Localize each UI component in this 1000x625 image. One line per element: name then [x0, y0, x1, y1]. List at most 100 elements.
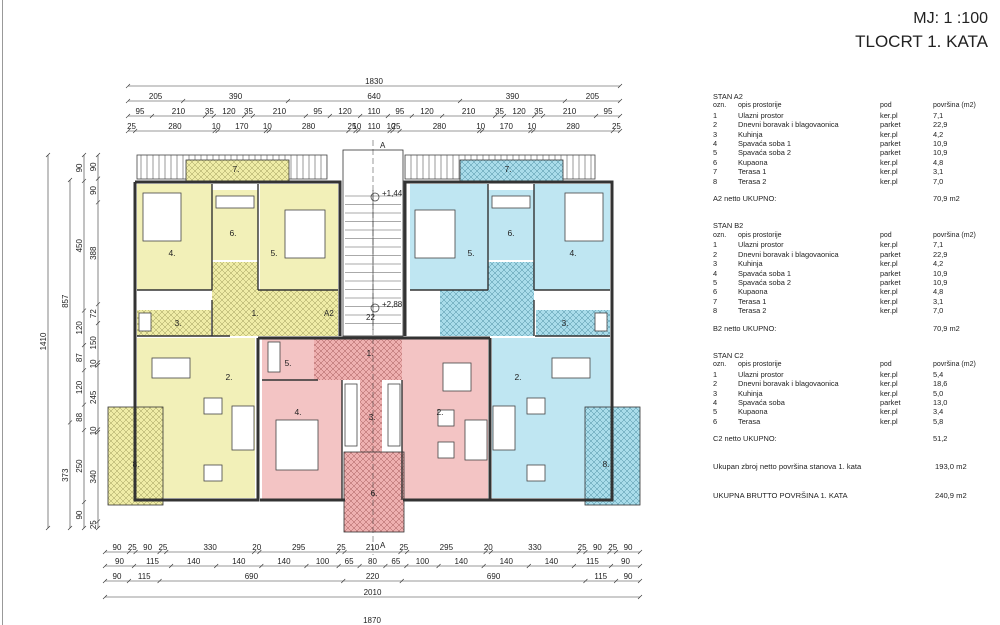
table-cell: ker.pl [880, 129, 898, 139]
table-cell: Dnevni boravak i blagovaonica [738, 249, 839, 259]
kitchen-c-right [387, 383, 401, 447]
dim-top-2-label: 110 [368, 107, 381, 116]
dim-bottom-2-label: 65 [345, 557, 354, 566]
dim-top-1-tick [285, 98, 291, 104]
dim-bottom-3-label: 90 [624, 572, 633, 581]
dim-bottom-3-label: 115 [138, 572, 151, 581]
dim-bottom-1-tick [483, 549, 488, 555]
dim-top-1-label: 205 [586, 92, 600, 101]
section-mark-bottom: A [380, 541, 386, 550]
net-area-value: 193,0 m2 [935, 461, 967, 471]
table-cell: ker.pl [880, 240, 898, 250]
table-cell: parket [880, 139, 901, 149]
dim-bottom-1-label: 295 [292, 543, 306, 552]
dim-left-1-tick [67, 525, 73, 531]
dim-left-3-label: 72 [89, 309, 98, 318]
label-b-4: 4. [569, 248, 576, 258]
exterior-walls [133, 180, 614, 502]
dim-top-2-tick [303, 113, 309, 119]
dim-top-3-tick [212, 128, 217, 134]
dim-left-1-tick [67, 420, 73, 425]
dim-top-2-label: 210 [172, 107, 186, 116]
table-header-cell: ozn. [713, 231, 727, 239]
dim-left-1-label: 373 [61, 468, 70, 482]
table-cell: 1 [713, 369, 718, 379]
dim-bottom-3-tick [613, 578, 619, 584]
room-c-1 [300, 338, 402, 380]
dim-top-1-label: 205 [149, 92, 163, 101]
table-cell: 7 [713, 167, 718, 177]
dim-bottom-2-label: 140 [454, 557, 468, 566]
dim-bottom-1-label: 90 [143, 543, 152, 552]
dim-bottom-1-tick [251, 549, 257, 555]
dim-left-2-tick [81, 525, 87, 531]
dim-bottom-3-tick [341, 578, 346, 584]
dim-bottom-3-tick [583, 578, 588, 584]
table-cell: ker.pl [880, 110, 898, 120]
dim-bottom-1-tick [126, 549, 132, 555]
table-cell: Spavaća soba 1 [738, 139, 792, 149]
dim-left-3-tick [95, 429, 101, 435]
dim-bottom-3-tick [399, 578, 404, 584]
dim-bottom-2-tick [102, 563, 108, 569]
table-cell: 5,8 [933, 416, 944, 426]
dim-top-total-label: 1830 [365, 77, 383, 86]
dim-top-1-tick [180, 98, 186, 104]
dim-top-2-label: 120 [222, 107, 236, 116]
table-cell: 4,2 [933, 129, 944, 139]
dim-bottom-3-tick [102, 578, 108, 584]
dim-bottom-2-label: 90 [621, 557, 630, 566]
dim-top-3-label: 280 [168, 122, 182, 131]
table-cell: Spavaća soba [738, 397, 785, 407]
dim-bottom-2-label: 90 [115, 557, 124, 566]
label-c-4: 4. [294, 407, 301, 417]
dim-bottom-2-tick [383, 563, 388, 569]
dim-left-2-label: 87 [75, 353, 84, 362]
drawing-title: TLOCRT 1. KATA [855, 32, 988, 51]
dim-left-2-tick [81, 178, 87, 184]
dim-top-2-tick [250, 113, 256, 119]
dim-left-3-label: 388 [89, 246, 98, 260]
dim-top-1-label: 390 [229, 92, 243, 101]
dim-bottom-1-tick [398, 549, 403, 555]
label-a-5: 5. [270, 248, 277, 258]
dim-top-3-tick [215, 128, 220, 134]
dim-left-2-tick [81, 402, 87, 407]
dim-bottom-1-label: 20 [252, 543, 261, 552]
dim-left-total-tick [45, 525, 51, 531]
dim-left-total-tick [45, 152, 51, 158]
sofa-c [464, 419, 488, 461]
table-header-cell: opis prostorije [738, 361, 782, 369]
dim-bottom-total-label: 2010 [364, 588, 382, 597]
dim-top-3-tick [531, 128, 536, 134]
table-cell: Dnevni boravak i blagovaonica [738, 379, 839, 389]
dim-top-3-label: 10 [263, 122, 272, 131]
dim-bottom-1-label: 25 [399, 543, 408, 552]
dim-top-3-tick [610, 128, 616, 134]
table-cell: 7,0 [933, 306, 944, 316]
label-b-7: 7. [504, 164, 511, 174]
apartment-table-title: STAN B2 [713, 221, 744, 231]
table-header-cell: površina (m2) [933, 231, 976, 239]
furniture [138, 192, 608, 482]
table-cell: Kupaona [738, 407, 768, 417]
dim-bottom-2-tick [404, 563, 409, 569]
dim-bottom-3-label: 220 [366, 572, 380, 581]
apartment-table-title: STAN A2 [713, 92, 743, 101]
dim-bottom-1-tick [342, 549, 347, 555]
dim-top-2-label: 95 [395, 107, 404, 116]
dim-bottom-3-label: 90 [113, 572, 122, 581]
dim-top-3-label: 10 [527, 122, 536, 131]
top-dimension-lines [125, 83, 623, 134]
table-cell: 3 [713, 388, 718, 398]
armchair-a-2 [203, 464, 223, 482]
table-cell: 7,0 [933, 176, 944, 186]
dim-left-3-label: 245 [89, 390, 98, 404]
dim-top-2-tick [532, 113, 537, 119]
terrace-c-6 [343, 451, 405, 533]
table-header-cell: površina (m2) [933, 102, 976, 110]
label-a-4: 4. [168, 248, 175, 258]
